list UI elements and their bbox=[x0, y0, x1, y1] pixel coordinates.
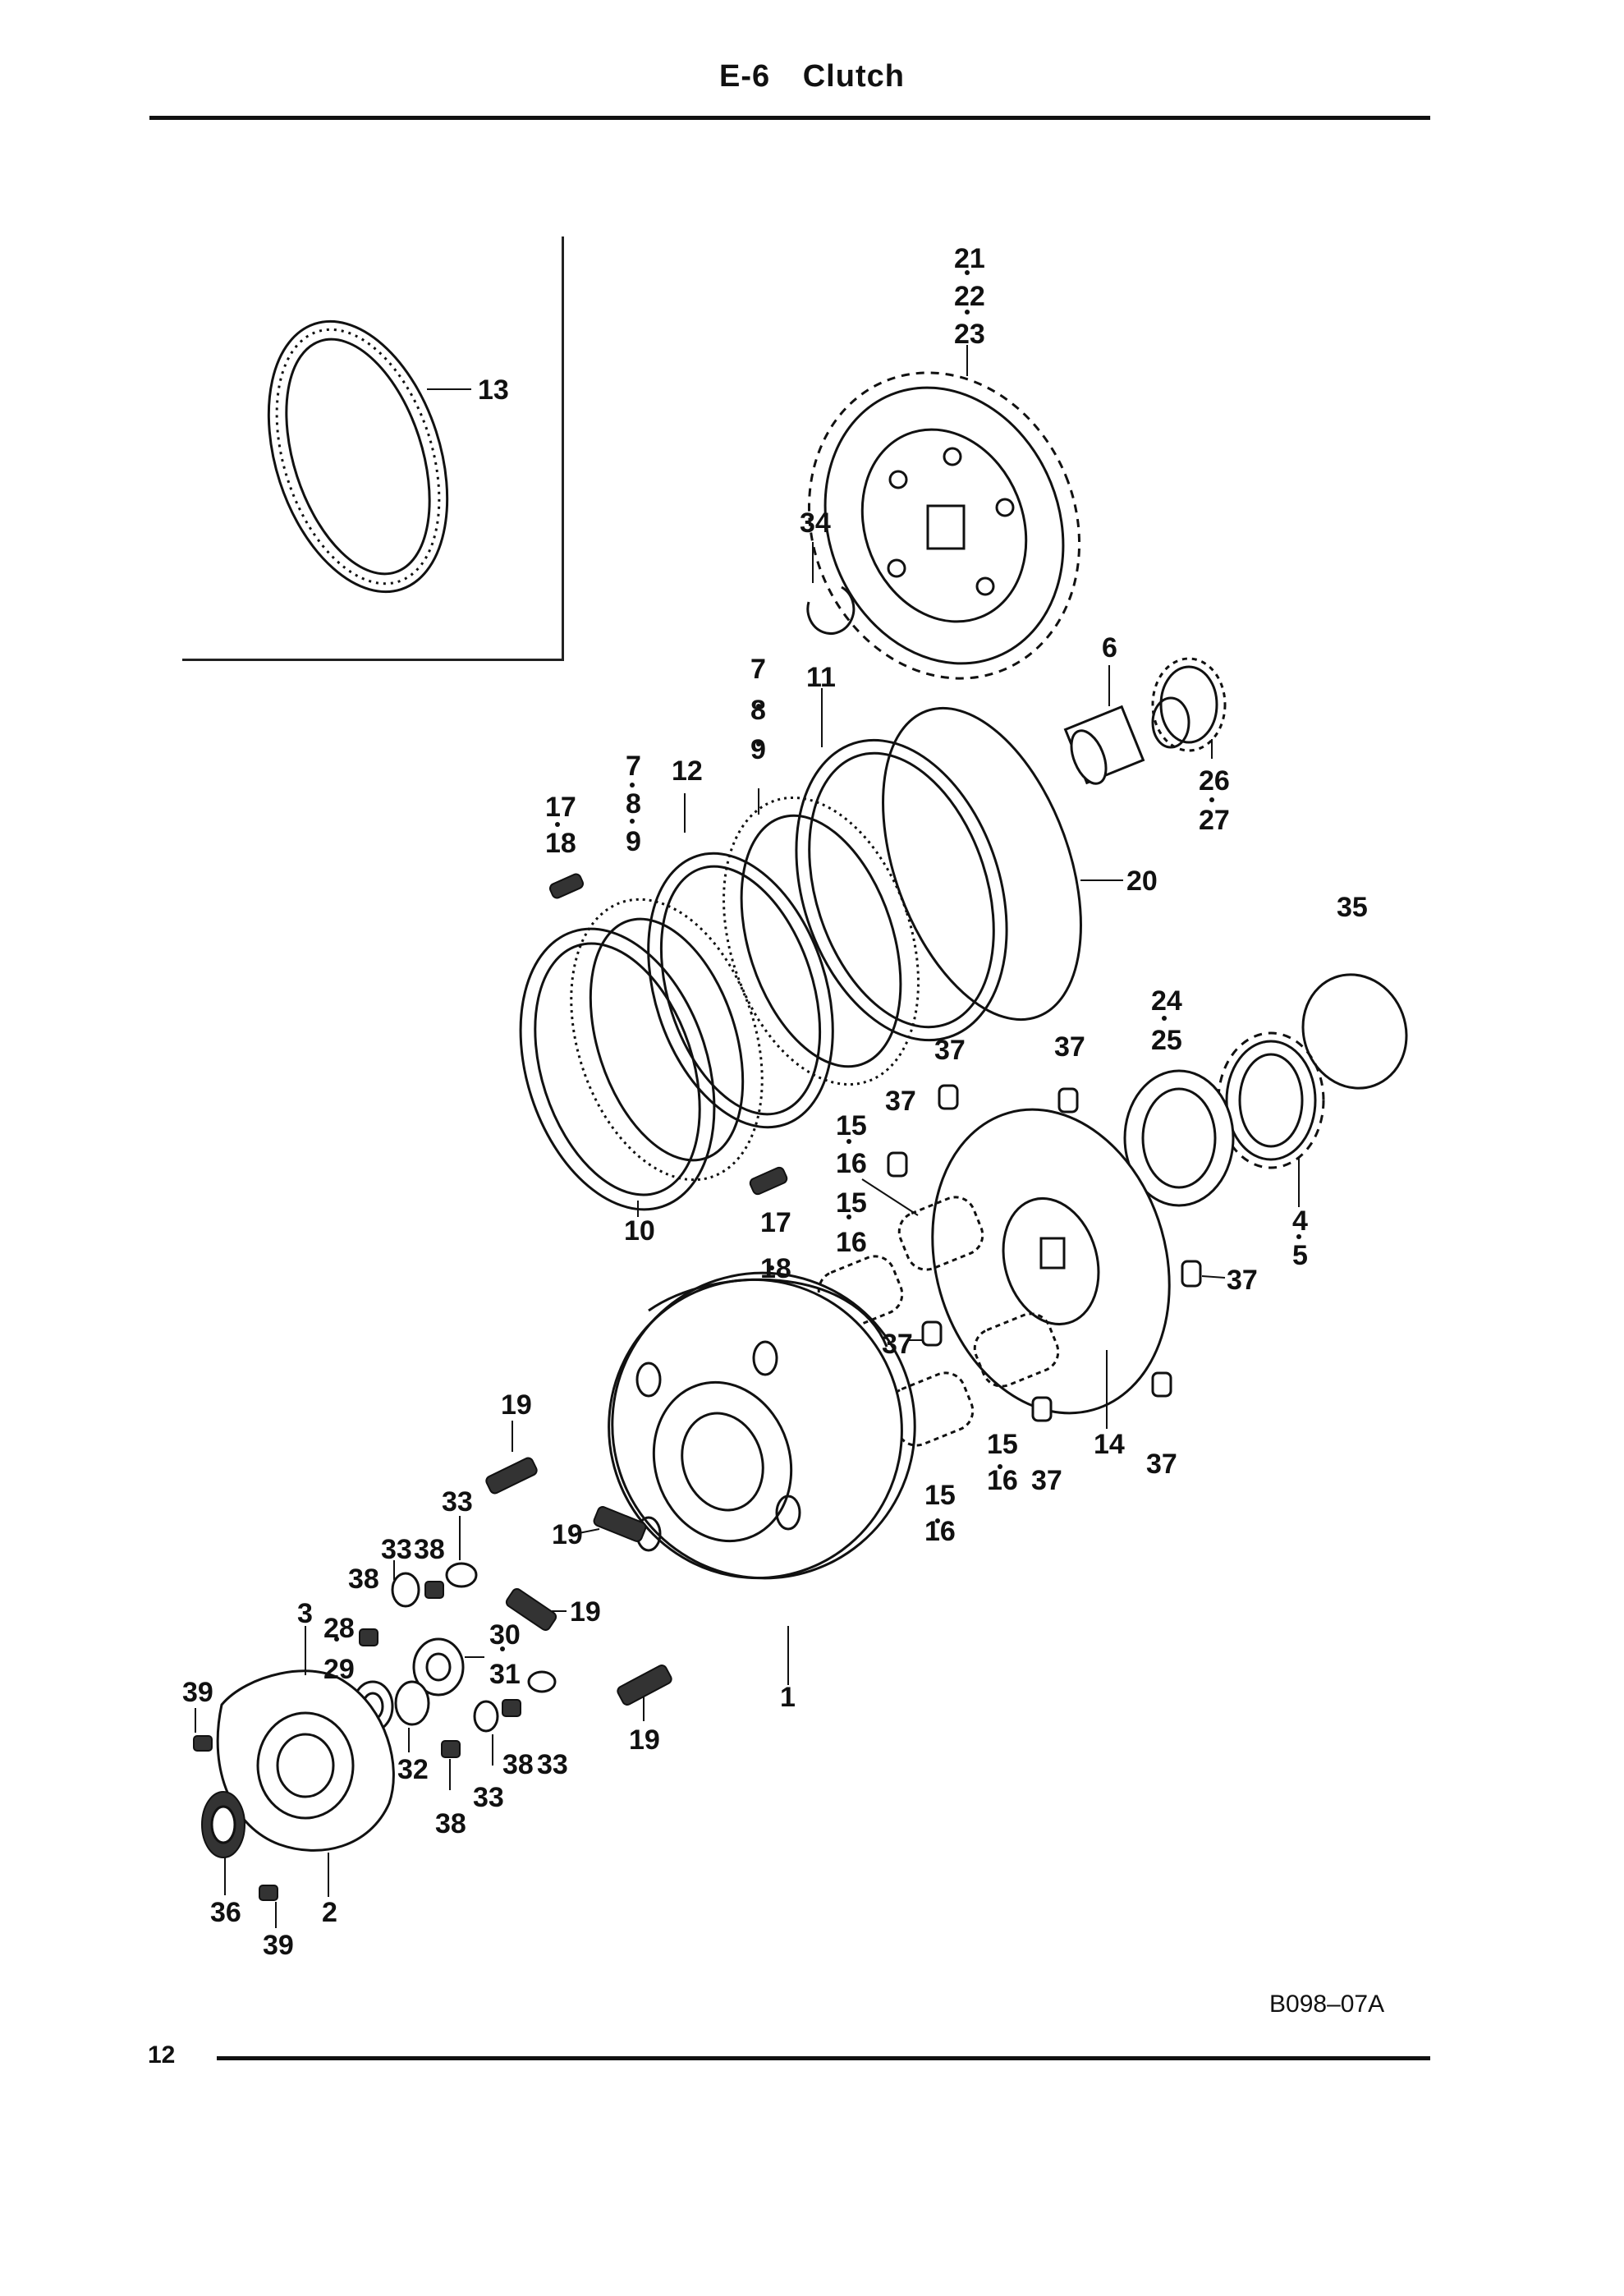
part-33-38-washers-bolts bbox=[359, 1562, 557, 1758]
callout-1: 1 bbox=[780, 1682, 796, 1713]
callout-7a: 7 bbox=[750, 654, 766, 685]
callout-16a: 16 bbox=[836, 1148, 867, 1179]
callout-37c: 37 bbox=[885, 1086, 916, 1117]
callout-15a: 15 bbox=[836, 1110, 867, 1141]
part-36-bearing bbox=[201, 1791, 245, 1858]
callout-6: 6 bbox=[1102, 632, 1117, 664]
part-4-5-outer-race bbox=[1217, 1031, 1325, 1169]
callout-16d: 16 bbox=[924, 1516, 956, 1547]
callout-36: 36 bbox=[210, 1897, 241, 1928]
part-17-18-spring-a bbox=[548, 873, 585, 899]
callout-27: 27 bbox=[1199, 805, 1230, 836]
part-17-18-spring-b bbox=[749, 1166, 788, 1196]
part-34-circlip bbox=[806, 585, 856, 635]
callout-32: 32 bbox=[397, 1754, 429, 1785]
callout-37f: 37 bbox=[1031, 1465, 1062, 1496]
part-39-screw-a bbox=[193, 1735, 213, 1752]
callout-16b: 16 bbox=[836, 1227, 867, 1258]
part-24-25-inner-race bbox=[1123, 1069, 1235, 1207]
callout-22: 22 bbox=[954, 281, 985, 312]
callout-4: 4 bbox=[1292, 1205, 1308, 1237]
callout-37g: 37 bbox=[1146, 1449, 1177, 1480]
callout-10: 10 bbox=[624, 1215, 655, 1247]
callout-33a: 33 bbox=[442, 1486, 473, 1518]
header-rule bbox=[149, 116, 1430, 120]
callout-37d: 37 bbox=[1227, 1265, 1258, 1296]
callout-18a: 18 bbox=[545, 828, 576, 859]
callout-24: 24 bbox=[1151, 985, 1182, 1017]
part-20-snap-ring bbox=[882, 706, 1082, 1022]
part-35-ring bbox=[1301, 973, 1408, 1090]
callout-11: 11 bbox=[806, 662, 836, 693]
callout-14: 14 bbox=[1094, 1429, 1125, 1460]
callout-2: 2 bbox=[322, 1897, 337, 1928]
callout-17b: 17 bbox=[760, 1207, 791, 1238]
part-21-23-primary-gear bbox=[807, 371, 1081, 680]
callout-39b: 39 bbox=[263, 1930, 294, 1961]
callout-separator-dots bbox=[334, 270, 1301, 1651]
callout-8b: 8 bbox=[626, 788, 641, 820]
callout-19a: 19 bbox=[501, 1389, 532, 1421]
footer-rule bbox=[217, 2056, 1430, 2060]
section-name: Clutch bbox=[802, 59, 905, 94]
callout-15b: 15 bbox=[836, 1187, 867, 1219]
callout-37b: 37 bbox=[1054, 1031, 1085, 1063]
callout-21: 21 bbox=[954, 243, 985, 274]
callout-30: 30 bbox=[489, 1619, 521, 1651]
callout-13: 13 bbox=[478, 374, 509, 406]
callout-38b: 38 bbox=[348, 1564, 379, 1595]
callout-28: 28 bbox=[323, 1613, 355, 1644]
part-26-27-gear bbox=[1151, 657, 1227, 752]
callout-9a: 9 bbox=[750, 734, 766, 765]
callout-33d: 33 bbox=[473, 1782, 504, 1813]
callout-39a: 39 bbox=[182, 1677, 213, 1708]
inset-frame bbox=[182, 236, 564, 661]
callout-34: 34 bbox=[800, 507, 831, 539]
callout-19d: 19 bbox=[629, 1724, 660, 1756]
callout-33b: 33 bbox=[381, 1534, 412, 1565]
callout-35: 35 bbox=[1337, 892, 1368, 923]
callout-labels: 13 21 22 23 34 6 26 27 7 8 9 11 7 8 9 12… bbox=[182, 243, 1368, 1961]
callout-29: 29 bbox=[323, 1654, 355, 1685]
callout-8a: 8 bbox=[750, 695, 766, 726]
callout-31: 31 bbox=[489, 1659, 521, 1690]
callout-7b: 7 bbox=[626, 751, 641, 782]
part-13-friction-disc bbox=[267, 319, 449, 594]
section-code: E-6 bbox=[719, 59, 771, 94]
callout-38c: 38 bbox=[502, 1749, 534, 1780]
drawing-reference-code: B098–07A bbox=[1269, 1991, 1385, 2018]
part-2-3-cover bbox=[216, 1669, 395, 1852]
callout-19b: 19 bbox=[552, 1519, 583, 1550]
callout-5: 5 bbox=[1292, 1240, 1308, 1271]
callout-25: 25 bbox=[1151, 1025, 1182, 1056]
callout-33c: 33 bbox=[537, 1749, 568, 1780]
callout-15d: 15 bbox=[924, 1480, 956, 1511]
callout-16c: 16 bbox=[987, 1465, 1018, 1496]
callout-18b: 18 bbox=[760, 1253, 791, 1284]
part-14-pressure-plate bbox=[931, 1108, 1171, 1415]
section-title: E-6 Clutch bbox=[0, 59, 1624, 94]
callout-38d: 38 bbox=[435, 1808, 466, 1839]
part-1-clutch-housing bbox=[608, 1271, 916, 1580]
part-30-31-cam bbox=[412, 1637, 465, 1697]
page-number: 12 bbox=[148, 2041, 176, 2069]
part-39-screw-b bbox=[259, 1885, 278, 1901]
callout-12: 12 bbox=[672, 755, 703, 787]
part-6-bushing bbox=[1063, 705, 1145, 785]
callout-3: 3 bbox=[297, 1598, 313, 1629]
callout-19c: 19 bbox=[570, 1596, 601, 1628]
callout-15c: 15 bbox=[987, 1429, 1018, 1460]
part-37-rollers bbox=[887, 1084, 1202, 1422]
callout-9b: 9 bbox=[626, 826, 641, 857]
callout-37a: 37 bbox=[934, 1035, 966, 1066]
callout-17a: 17 bbox=[545, 792, 576, 823]
callout-38a: 38 bbox=[414, 1534, 445, 1565]
callout-26: 26 bbox=[1199, 765, 1230, 797]
callout-23: 23 bbox=[954, 319, 985, 350]
part-19-springs bbox=[485, 1457, 672, 1706]
callout-20: 20 bbox=[1126, 866, 1158, 897]
callout-37e: 37 bbox=[882, 1329, 913, 1360]
